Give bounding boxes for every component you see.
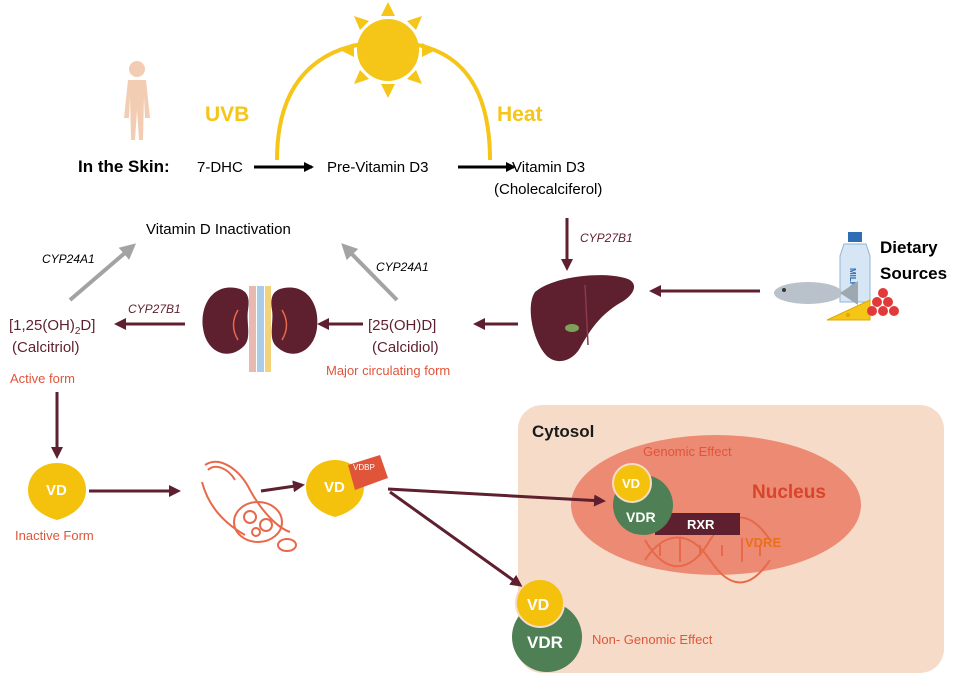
inactive-form-label: Inactive Form bbox=[15, 528, 94, 543]
arrow-calcitriol-to-inactivation bbox=[68, 243, 137, 302]
calcitriol-note: Active form bbox=[10, 371, 75, 386]
7-dhc-label: 7-DHC bbox=[197, 159, 243, 176]
milk-label: MILK bbox=[848, 268, 857, 288]
nuclear-vd-label: VD bbox=[622, 476, 640, 491]
inactivation-enzyme-left: CYP24A1 bbox=[42, 252, 95, 266]
calcitriol-formula-sub: 2 bbox=[75, 326, 81, 337]
kidney-enzyme-label: CYP27B1 bbox=[128, 302, 181, 316]
blood-vessel-icon bbox=[201, 460, 297, 552]
calcitriol-formula: [1,25(OH)2D] bbox=[9, 317, 95, 337]
calcidiol-formula: [25(OH)D] bbox=[368, 317, 436, 334]
heat-label: Heat bbox=[497, 103, 543, 126]
inactivation-enzyme-right: CYP24A1 bbox=[376, 260, 429, 274]
uvb-label: UVB bbox=[205, 103, 249, 126]
calcidiol-name: (Calcidiol) bbox=[372, 339, 439, 356]
vd-bound-drop bbox=[306, 460, 364, 517]
non-genomic-vd bbox=[515, 578, 565, 628]
arrow-to-non-genomic bbox=[389, 490, 523, 587]
vd-bound-label: VD bbox=[324, 479, 345, 496]
calcitriol-name: (Calcitriol) bbox=[12, 339, 80, 356]
vd-inactive-label: VD bbox=[46, 482, 67, 499]
vdre-label: VDRE bbox=[745, 535, 781, 550]
cheese-icon bbox=[826, 299, 871, 321]
caviar-icon bbox=[867, 288, 899, 316]
human-silhouette-icon bbox=[124, 61, 150, 140]
vdbp-label: VDBP bbox=[353, 463, 375, 472]
sun-arc bbox=[275, 39, 492, 161]
arrow-to-nucleus bbox=[387, 487, 606, 507]
dietary-label-line2: Sources bbox=[880, 264, 947, 283]
nucleus-label: Nucleus bbox=[752, 482, 826, 503]
vitamin-d3-label: Vitamin D3 bbox=[512, 159, 585, 176]
vitamin-d-inactivation-label: Vitamin D Inactivation bbox=[146, 221, 291, 238]
arrow-calcidiol-to-inactivation bbox=[341, 243, 399, 302]
kidneys-icon bbox=[202, 286, 318, 372]
vdbp-protein bbox=[348, 455, 388, 490]
calcitriol-formula-pre: [1,25(OH) bbox=[9, 317, 75, 334]
sun-icon bbox=[340, 2, 436, 98]
non-genomic-vd-label: VD bbox=[527, 597, 549, 614]
cholecalciferol-label: (Cholecalciferol) bbox=[494, 181, 602, 198]
nuclear-vd bbox=[612, 463, 652, 503]
rxr-label: RXR bbox=[687, 517, 715, 532]
calcitriol-formula-post: D] bbox=[80, 317, 95, 334]
nuclear-vdr-label: VDR bbox=[626, 509, 656, 525]
genomic-effect-label: Genomic Effect bbox=[643, 444, 732, 459]
fish-icon bbox=[774, 281, 858, 305]
non-genomic-effect-label: Non- Genomic Effect bbox=[592, 632, 713, 647]
dietary-label-line1: Dietary bbox=[880, 238, 938, 257]
calcidiol-note: Major circulating form bbox=[326, 363, 450, 378]
rxr-receptor bbox=[655, 513, 740, 535]
vd-inactive-drop bbox=[28, 463, 86, 520]
arrow-vessel-to-vd-vdbp bbox=[260, 480, 305, 493]
liver-enzyme-label: CYP27B1 bbox=[580, 231, 633, 245]
pre-vitamin-d3-label: Pre-Vitamin D3 bbox=[327, 159, 428, 176]
non-genomic-vdr-label: VDR bbox=[527, 633, 563, 652]
cytosol-label: Cytosol bbox=[532, 422, 594, 441]
liver-icon bbox=[530, 275, 635, 362]
dna-helix-icon bbox=[644, 516, 771, 584]
in-the-skin-label: In the Skin: bbox=[78, 157, 170, 176]
